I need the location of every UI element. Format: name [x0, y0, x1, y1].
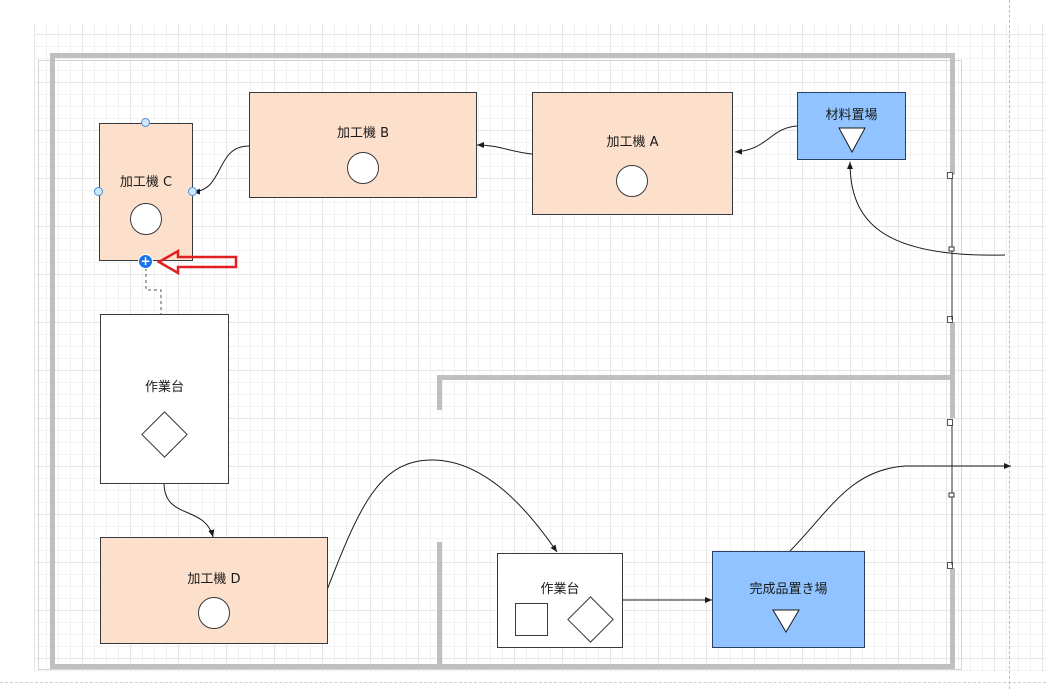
connector-b-to-c[interactable] [192, 145, 250, 195]
wall-bottom[interactable] [50, 664, 955, 669]
machine-b-label: 加工機 B [336, 126, 390, 141]
wall-top[interactable] [50, 53, 955, 58]
machine-c-label: 加工機 C [119, 175, 173, 190]
machine-d[interactable]: 加工機 D [100, 537, 328, 644]
workbench-right[interactable]: 作業台 [497, 553, 623, 648]
door-marker[interactable] [947, 419, 953, 426]
connection-handle-right[interactable] [188, 187, 197, 196]
partition-horizontal[interactable] [437, 375, 955, 380]
connection-handle-top[interactable] [141, 118, 150, 127]
page-boundary-right [1009, 0, 1010, 689]
storage-material[interactable]: 材料置場 [797, 92, 906, 160]
connector-a-to-b[interactable] [476, 142, 533, 155]
canvas-margin-top [0, 0, 1046, 24]
storage-finished-label: 完成品置き場 [749, 582, 828, 597]
workbench-left[interactable]: 作業台 [100, 314, 229, 484]
machine-c[interactable]: 加工機 C [99, 123, 193, 261]
connector-inflow[interactable] [847, 161, 1006, 256]
canvas-margin-bottom [0, 672, 1046, 689]
storage-material-label: 材料置場 [825, 108, 878, 123]
machine-b[interactable]: 加工機 B [249, 92, 477, 198]
connector-storage-to-a[interactable] [734, 125, 798, 155]
diamond-icon [141, 411, 188, 458]
connector-preview [145, 268, 162, 314]
page-boundary-bottom [0, 682, 1046, 683]
inverted-triangle-icon [838, 127, 866, 153]
square-icon [515, 603, 548, 636]
red-arrow-icon [156, 248, 238, 276]
add-connection-button[interactable]: + [138, 254, 153, 269]
connector-bench-to-d[interactable] [163, 483, 215, 538]
circle-icon [616, 165, 648, 197]
door-marker [948, 246, 955, 252]
connector-d-to-bench[interactable] [326, 459, 558, 591]
outer-wall-shadow [38, 60, 962, 670]
wall-right-middle[interactable] [950, 322, 955, 418]
wall-right-lower[interactable] [950, 568, 955, 669]
machine-a[interactable]: 加工機 A [532, 92, 733, 215]
inverted-triangle-icon [772, 609, 800, 633]
canvas-margin-left [0, 0, 34, 689]
circle-icon [130, 203, 162, 235]
diamond-icon [567, 596, 614, 643]
wall-right-upper[interactable] [950, 53, 955, 175]
connector-outflow[interactable] [789, 463, 1011, 552]
storage-finished[interactable]: 完成品置き場 [712, 551, 865, 648]
door-marker[interactable] [947, 172, 953, 179]
door-marker[interactable] [947, 562, 953, 569]
workbench-left-label: 作業台 [144, 380, 184, 395]
connection-handle-left[interactable] [94, 187, 103, 196]
partition-vertical-lower[interactable] [437, 542, 442, 669]
machine-a-label: 加工機 A [606, 135, 659, 150]
machine-d-label: 加工機 D [187, 572, 241, 587]
circle-icon [198, 597, 230, 629]
circle-icon [347, 152, 379, 184]
door-marker [948, 492, 955, 498]
partition-vertical-upper[interactable] [437, 375, 442, 410]
wall-left[interactable] [50, 53, 55, 669]
workbench-right-label: 作業台 [540, 582, 580, 597]
